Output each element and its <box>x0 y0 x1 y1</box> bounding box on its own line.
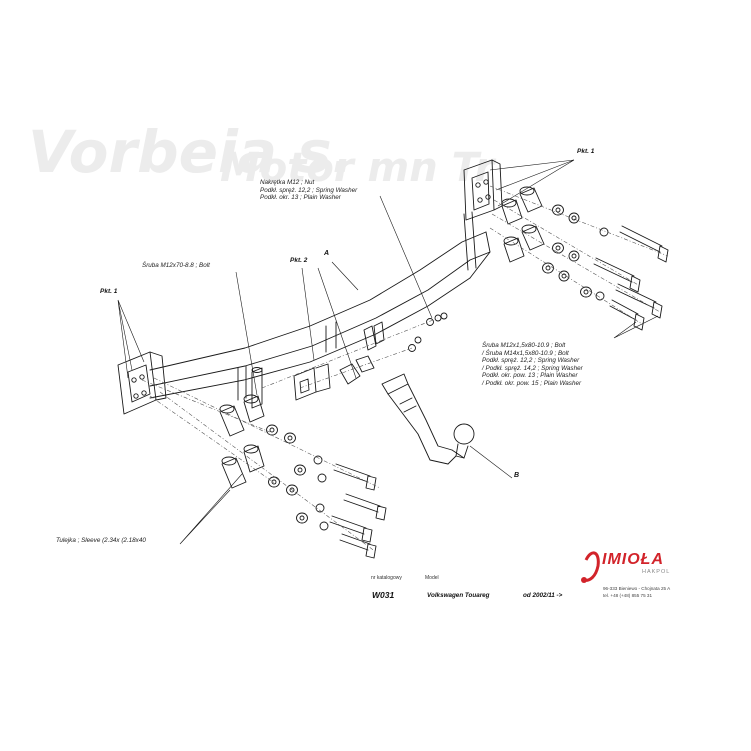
address-line-1: 96-333 Bieniewo - Chojnata 25 A <box>603 586 671 591</box>
vehicle-model: Volkswagen Touareg <box>427 592 490 599</box>
left-sleeves <box>219 394 265 489</box>
right-bolt-label: Śruba M12x1,5x80-10.9 ; Bolt / Śruba M14… <box>482 342 583 387</box>
part-letter-b: B <box>514 472 520 479</box>
right-bracket <box>463 159 503 221</box>
right-sleeves <box>501 186 545 263</box>
right-bolts <box>593 225 669 331</box>
pkt1-right-label: Pkt. 1 <box>577 148 595 155</box>
model-header: Model <box>425 575 439 581</box>
watermark-line-1: Vorbeia s. <box>28 118 354 186</box>
centre-mount <box>293 321 385 401</box>
brand-logo: IMIOŁA <box>602 551 664 568</box>
address-line-2: tel. +48 (+48) 855 75 31 <box>603 593 653 598</box>
nut-washer-label: Nakrętka M12 ; Nut Podkł. spręż. 12,2 ; … <box>260 179 358 202</box>
left-bolt-label: Śruba M12x70-8.8 ; Bolt <box>142 262 210 269</box>
leader-A <box>331 261 359 291</box>
pkt2-label: Pkt. 2 <box>290 257 308 264</box>
left-bracket <box>117 351 167 415</box>
left-bolts <box>329 463 387 559</box>
crossbeam <box>149 211 491 401</box>
leader-B <box>469 445 513 479</box>
ball-arm <box>381 373 475 465</box>
assembly-axes <box>141 185 669 553</box>
leader-nut-block <box>379 195 433 319</box>
leader-pkt2 <box>301 267 315 361</box>
part-letter-a: A <box>324 250 330 257</box>
sleeve-label: Tulejka ; Sleeve (2.34x (2.18x40 <box>56 537 146 544</box>
leader-lines <box>117 159 659 545</box>
code-header: nr katalogowy <box>371 575 402 581</box>
right-washers <box>542 204 609 301</box>
catalog-code: W031 <box>372 590 395 600</box>
left-washers <box>266 424 329 531</box>
model-year: od 2002/11 -> <box>523 592 563 599</box>
watermark-line-2: Motor mn Tr <box>220 145 495 191</box>
brand-sub: HAKPOL <box>642 569 671 575</box>
centre-fasteners <box>251 312 448 409</box>
pkt1-left-label: Pkt. 1 <box>100 288 118 295</box>
leader-bolt-left <box>235 271 258 396</box>
logo-emblem <box>581 551 600 583</box>
